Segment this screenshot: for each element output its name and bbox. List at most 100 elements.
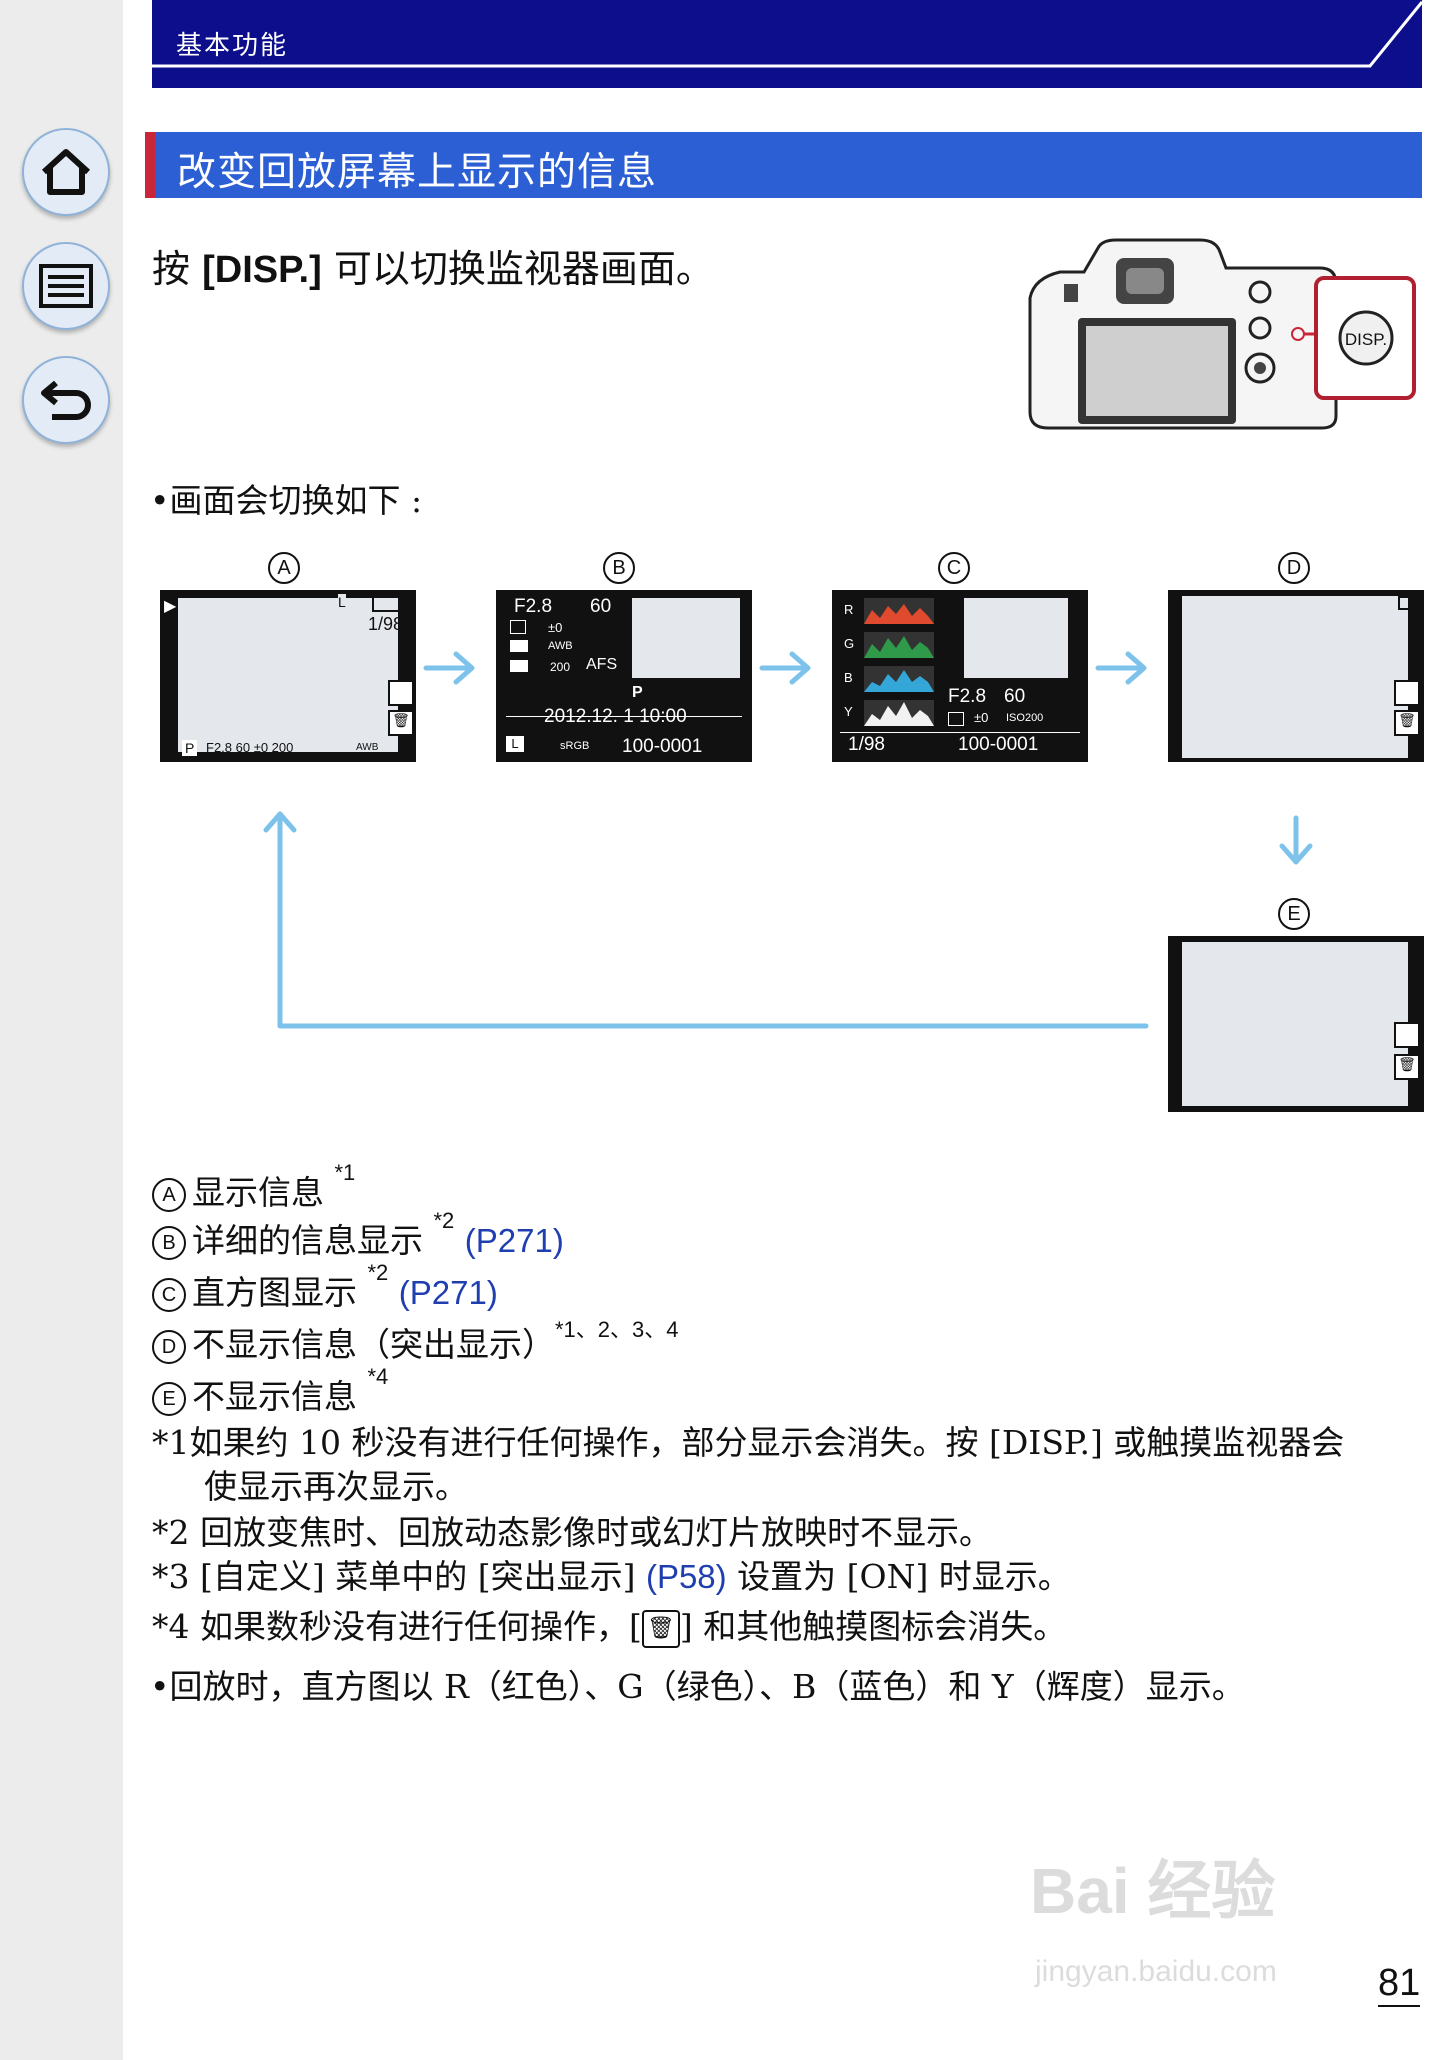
note-4-pre: *4 如果数秒没有进行任何操作，[ (152, 1607, 642, 1646)
screen-c-exposure: ±0 (974, 710, 989, 725)
note-3: *3 [自定义] 菜单中的 [突出显示] (P58) 设置为 [ON] 时显示。 (152, 1550, 1071, 1598)
header-band (152, 0, 1422, 88)
legend-e-mark: E (152, 1382, 186, 1416)
legend-d-note: *1、2、3、4 (555, 1317, 679, 1342)
screen-b: F2.8 60 ±0 AWB 200 AFS P 2012.12. 1 10:0… (496, 590, 752, 762)
screen-d-label: D (1278, 552, 1310, 584)
exposure-icon (510, 620, 526, 634)
trash-icon: 🗑 (1394, 710, 1420, 736)
intro-suffix: 可以切换监视器画面。 (321, 247, 714, 291)
screen-b-mode: P (632, 684, 643, 701)
screen-b-aperture: F2.8 (514, 596, 553, 617)
chapter-header: 基本功能 (152, 0, 1422, 88)
list-icon (39, 264, 93, 308)
screen-e: 🗑 (1168, 936, 1424, 1112)
legend-b-mark: B (152, 1226, 186, 1260)
zoom-icon (388, 680, 414, 706)
note-3-link[interactable]: (P58) (645, 1558, 727, 1595)
section-accent (145, 132, 155, 198)
return-icon (41, 380, 91, 420)
chapter-title: 基本功能 (176, 31, 289, 61)
screen-c-aperture: F2.8 (948, 686, 987, 707)
baidu-watermark-url: jingyan.baidu.com (1035, 1955, 1277, 1988)
screen-b-wb: AWB (548, 640, 573, 652)
divider (840, 732, 1080, 733)
screen-b-af: AFS (586, 656, 618, 673)
screen-b-exposure: ±0 (548, 620, 563, 635)
baidu-watermark: Bai 经验 (1030, 1855, 1276, 1927)
histogram-g-label: G (844, 636, 855, 651)
note-4: *4 如果数秒没有进行任何操作，[🗑] 和其他触摸图标会消失。 (152, 1600, 1066, 1648)
legend-b-link[interactable]: (P271) (464, 1222, 564, 1259)
screen-a: ▶ L 1/98 🗑 P F2.8 60 ±0 200 AWB (160, 590, 416, 762)
page-number: 81 (1378, 1962, 1421, 2007)
screen-b-shutter: 60 (590, 596, 612, 617)
legend-e-text: 不显示信息 (192, 1377, 357, 1416)
intro-prefix: 按 (152, 247, 203, 291)
divider (506, 716, 742, 717)
zoom-icon (1394, 1022, 1420, 1048)
switch-bullet: •画面会切换如下 : (150, 481, 423, 520)
intro-disp: [DISP.] (202, 249, 322, 291)
note-3-post: 设置为 [ON] 时显示。 (726, 1557, 1071, 1596)
legend-d-mark: D (152, 1330, 186, 1364)
battery-icon (372, 596, 406, 612)
camera-illustration: DISP. (1028, 238, 1416, 430)
battery-icon (1398, 596, 1420, 610)
trash-icon: 🗑 (388, 710, 414, 736)
legend-c-text: 直方图显示 (192, 1273, 357, 1312)
histogram-bullet: •回放时，直方图以 R（红色）、G（绿色）、B（蓝色）和 Y（辉度）显示。 (150, 1667, 1245, 1706)
home-button[interactable] (22, 128, 110, 216)
screen-a-size: L (338, 594, 346, 610)
histogram (864, 598, 934, 726)
screen-a-counter: 1/98 (368, 614, 404, 634)
zoom-icon (1394, 680, 1420, 706)
screen-a-awb: AWB (356, 742, 379, 753)
section-header: 改变回放屏幕上显示的信息 (145, 132, 1422, 198)
back-button[interactable] (22, 356, 110, 444)
histogram-y-label: Y (844, 704, 853, 719)
contents-button[interactable] (22, 242, 110, 330)
legend-b-note: *2 (433, 1208, 455, 1233)
note-4-post: ] 和其他触摸图标会消失。 (679, 1607, 1067, 1646)
screen-b-label: B (603, 552, 635, 584)
note-2: *2 回放变焦时、回放动态影像时或幻灯片放映时不显示。 (152, 1513, 992, 1552)
iso-icon (510, 660, 528, 672)
trash-icon: 🗑 (641, 1610, 680, 1648)
screen-b-file: 100-0001 (622, 736, 703, 757)
screen-b-size: L (506, 736, 524, 752)
histogram-r-label: R (844, 602, 854, 617)
legend-b-text: 详细的信息显示 (192, 1221, 423, 1260)
note-1-line2: 使显示再次显示。 (204, 1467, 468, 1506)
screen-b-iso: 200 (550, 660, 571, 674)
note-3-pre: *3 [自定义] 菜单中的 [突出显示] (152, 1557, 646, 1596)
screen-d: 🗑 (1168, 590, 1424, 762)
legend-c-note: *2 (367, 1260, 389, 1285)
disp-button-label: DISP. (1345, 330, 1387, 349)
screen-c: R G B Y F2.8 60 ±0 ISO200 1/98 100-0001 (832, 590, 1088, 762)
section-title: 改变回放屏幕上显示的信息 (177, 150, 658, 195)
exposure-icon (948, 712, 964, 726)
trash-icon: 🗑 (1394, 1054, 1420, 1080)
sidebar (0, 0, 123, 2060)
histogram-b-label: B (844, 670, 853, 685)
home-icon (41, 149, 91, 195)
screen-c-counter: 1/98 (848, 734, 885, 755)
legend-c-mark: C (152, 1278, 186, 1312)
screen-c-shutter: 60 (1004, 686, 1026, 707)
play-icon: ▶ (164, 598, 177, 615)
screen-c-iso: ISO200 (1006, 712, 1044, 724)
screen-a-mode: P (182, 740, 198, 756)
legend-a-note: *1 (334, 1160, 356, 1185)
intro-text: 按 [DISP.] 可以切换监视器画面。 (152, 238, 714, 293)
screen-b-color: sRGB (560, 740, 590, 752)
screen-c-file: 100-0001 (958, 734, 1039, 755)
screen-e-label: E (1278, 898, 1310, 930)
screen-b-date: 2012.12. 1 10:00 (544, 706, 687, 727)
legend-c-link[interactable]: (P271) (398, 1274, 498, 1311)
